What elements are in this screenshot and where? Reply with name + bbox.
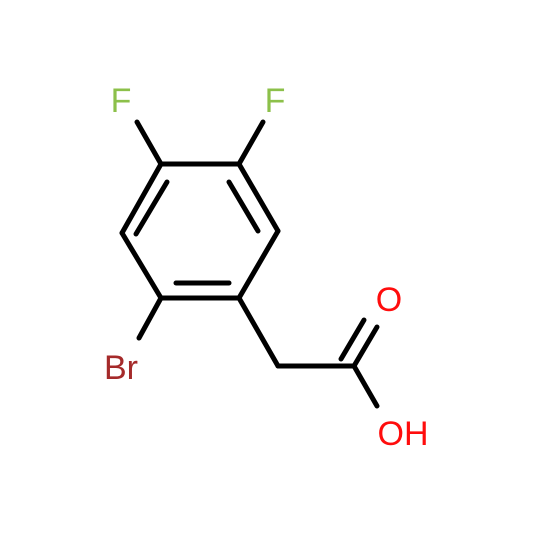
ring-bond-left xyxy=(119,230,164,301)
bond-carboxyl-c-to-oh xyxy=(351,363,380,409)
bond-to-bromine xyxy=(136,295,164,341)
aromatic-inner-bond-3 xyxy=(226,179,261,234)
carbonyl-oxygen-label: O xyxy=(376,281,402,319)
ring-bond-bottom-right xyxy=(236,228,281,301)
ring-bond-top-left xyxy=(119,161,164,236)
carbonyl-double-bond-b xyxy=(338,317,367,362)
fluorine-label-1: F xyxy=(111,82,132,120)
atom-labels: F F Br O OH xyxy=(104,82,429,453)
bond-to-fluorine-1 xyxy=(134,119,164,167)
bond-to-fluorine-2 xyxy=(236,119,266,167)
aromatic-inner-bond-1 xyxy=(133,179,170,237)
carbonyl-double-bond-a xyxy=(351,324,380,369)
fluorine-label-2: F xyxy=(265,82,286,120)
ring-bond-top-right xyxy=(236,161,281,234)
bromine-label: Br xyxy=(104,349,138,387)
bond-ring-to-ch2 xyxy=(236,295,281,369)
hydroxyl-label: OH xyxy=(378,415,429,453)
bonds xyxy=(119,119,380,409)
